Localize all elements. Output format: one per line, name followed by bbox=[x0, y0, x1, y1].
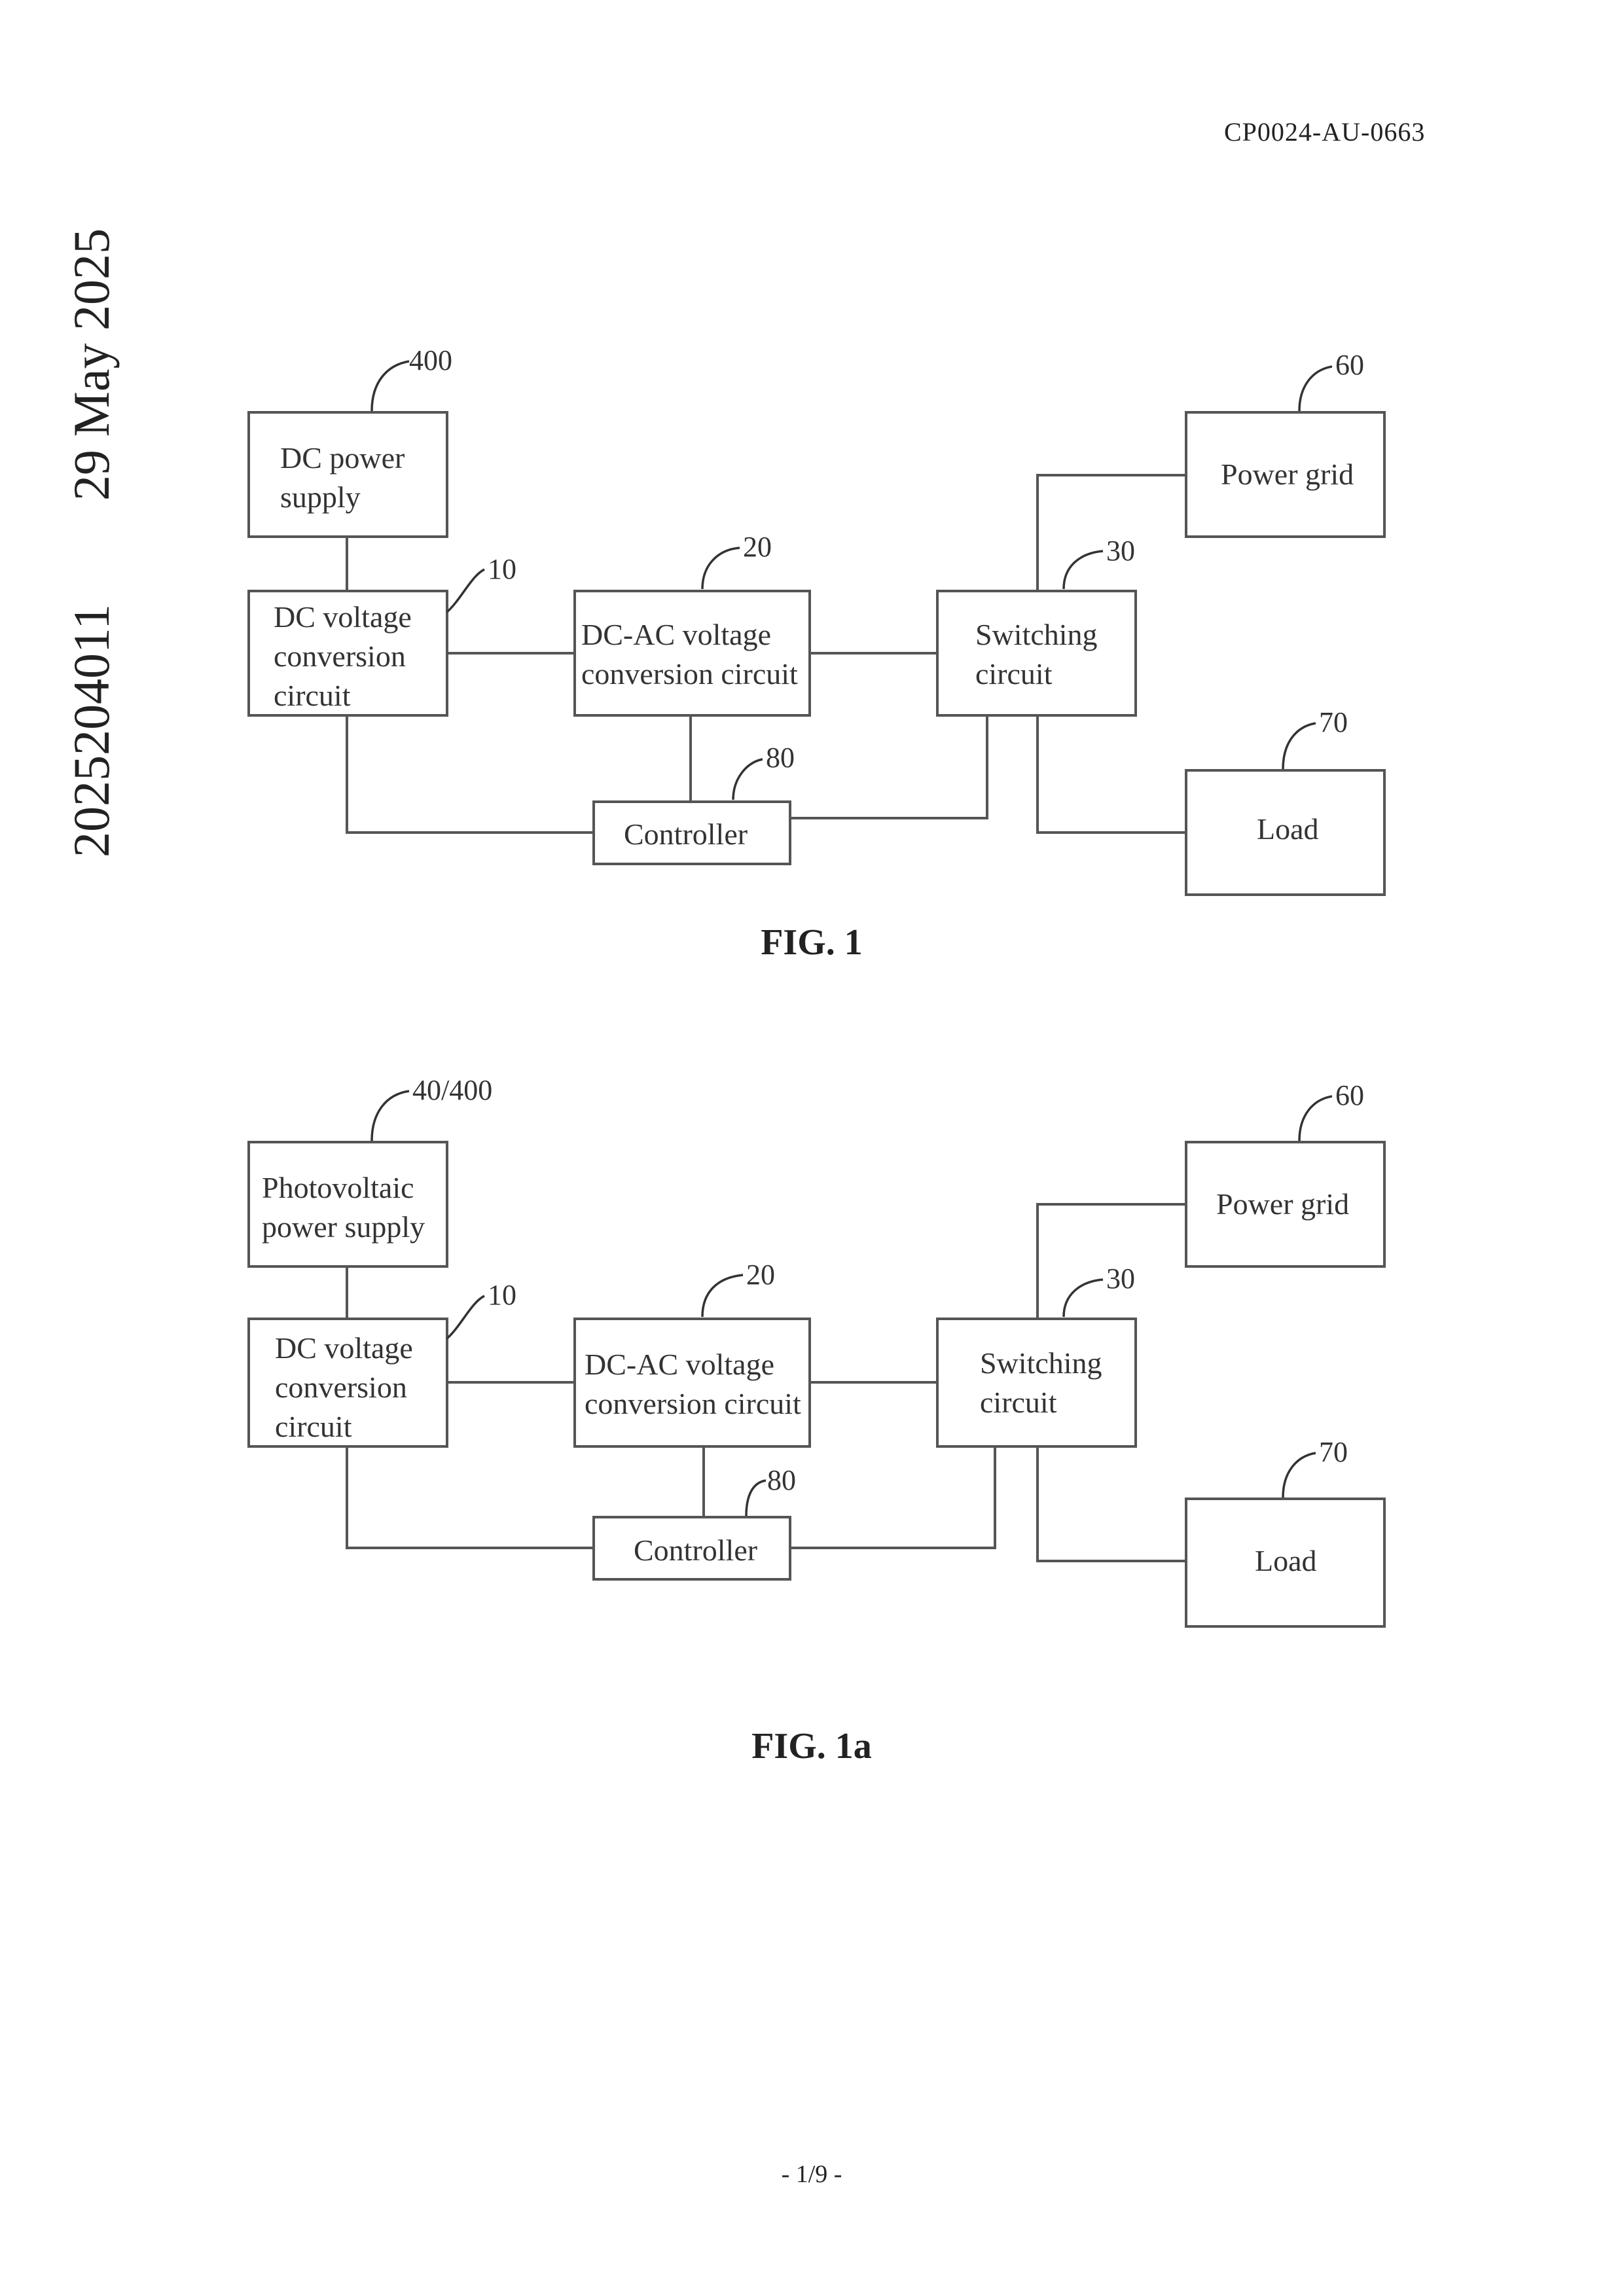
svg-text:conversion circuit: conversion circuit bbox=[585, 1387, 801, 1420]
fig1-block-load: Load bbox=[1186, 770, 1384, 895]
svg-text:Power grid: Power grid bbox=[1221, 457, 1354, 491]
svg-text:DC-AC voltage: DC-AC voltage bbox=[585, 1348, 774, 1381]
svg-text:Load: Load bbox=[1257, 812, 1319, 846]
fig1-wire-switch-grid bbox=[1038, 475, 1186, 591]
svg-text:DC-AC voltage: DC-AC voltage bbox=[581, 618, 771, 651]
fig1-ref-controller: 80 bbox=[766, 742, 795, 774]
figure-1-diagram: DC power supply DC voltage conversion ci… bbox=[0, 0, 1624, 982]
fig1a-block-dcac: DC-AC voltage conversion circuit bbox=[575, 1319, 810, 1446]
svg-text:circuit: circuit bbox=[980, 1386, 1057, 1419]
svg-text:Controller: Controller bbox=[634, 1534, 757, 1567]
svg-text:conversion circuit: conversion circuit bbox=[581, 657, 798, 691]
fig1a-wire-dcdc-controller bbox=[347, 1446, 594, 1548]
fig1-block-source: DC power supply bbox=[249, 412, 447, 537]
figure-1-title: FIG. 1 bbox=[713, 922, 910, 963]
fig1a-block-switch: Switching circuit bbox=[937, 1319, 1136, 1446]
svg-text:conversion: conversion bbox=[274, 639, 406, 673]
fig1-ref-source: 400 bbox=[409, 344, 452, 376]
fig1a-wire-switch-grid bbox=[1038, 1204, 1186, 1319]
svg-text:DC power: DC power bbox=[280, 441, 405, 475]
fig1-wire-controller-switch bbox=[790, 715, 987, 818]
svg-text:DC voltage: DC voltage bbox=[275, 1331, 413, 1365]
svg-text:conversion: conversion bbox=[275, 1371, 407, 1404]
svg-text:circuit: circuit bbox=[975, 657, 1053, 691]
fig1-block-controller: Controller bbox=[594, 802, 790, 864]
svg-text:Photovoltaic: Photovoltaic bbox=[262, 1171, 414, 1204]
fig1a-block-dcdc: DC voltage conversion circuit bbox=[249, 1319, 447, 1446]
fig1-block-dcdc: DC voltage conversion circuit bbox=[249, 591, 447, 715]
fig1a-ref-grid: 60 bbox=[1335, 1079, 1364, 1111]
fig1a-reference-labels: 40/400 10 20 30 60 70 80 bbox=[372, 1074, 1364, 1516]
svg-text:Switching: Switching bbox=[975, 618, 1098, 651]
fig1a-ref-controller: 80 bbox=[767, 1464, 796, 1496]
svg-text:Controller: Controller bbox=[624, 817, 748, 851]
fig1-block-grid: Power grid bbox=[1186, 412, 1384, 537]
page-number: - 1/9 - bbox=[779, 2160, 844, 2189]
figure-1a-diagram: Photovoltaic power supply DC voltage con… bbox=[0, 982, 1624, 1767]
fig1-ref-dcdc: 10 bbox=[488, 553, 516, 585]
fig1-block-switch: Switching circuit bbox=[937, 591, 1136, 715]
fig1-block-dcac: DC-AC voltage conversion circuit bbox=[575, 591, 810, 715]
svg-text:DC voltage: DC voltage bbox=[274, 600, 412, 634]
fig1a-ref-dcdc: 10 bbox=[488, 1279, 516, 1311]
fig1a-ref-switch: 30 bbox=[1106, 1263, 1135, 1295]
fig1a-block-controller: Controller bbox=[594, 1517, 790, 1579]
svg-text:Switching: Switching bbox=[980, 1346, 1102, 1380]
fig1a-block-load: Load bbox=[1186, 1499, 1384, 1626]
figure-1a-title: FIG. 1a bbox=[713, 1725, 910, 1767]
svg-text:supply: supply bbox=[280, 480, 361, 514]
fig1a-wire-controller-switch bbox=[790, 1446, 995, 1548]
fig1a-block-grid: Power grid bbox=[1186, 1142, 1384, 1266]
fig1a-ref-source: 40/400 bbox=[412, 1074, 492, 1106]
svg-text:circuit: circuit bbox=[275, 1410, 352, 1443]
fig1-ref-load: 70 bbox=[1319, 706, 1348, 738]
svg-text:circuit: circuit bbox=[274, 679, 351, 712]
svg-text:Power grid: Power grid bbox=[1216, 1187, 1349, 1221]
fig1-ref-switch: 30 bbox=[1106, 535, 1135, 567]
svg-text:Load: Load bbox=[1255, 1544, 1317, 1577]
fig1-wire-dcdc-controller bbox=[347, 715, 594, 833]
fig1-ref-dcac: 20 bbox=[743, 531, 772, 563]
svg-text:power supply: power supply bbox=[262, 1210, 425, 1244]
fig1a-wire-switch-load bbox=[1038, 1446, 1186, 1561]
fig1-wire-switch-load bbox=[1038, 715, 1186, 833]
fig1a-ref-dcac: 20 bbox=[746, 1259, 775, 1291]
fig1a-block-source: Photovoltaic power supply bbox=[249, 1142, 447, 1266]
fig1a-ref-load: 70 bbox=[1319, 1436, 1348, 1468]
fig1-ref-grid: 60 bbox=[1335, 349, 1364, 381]
